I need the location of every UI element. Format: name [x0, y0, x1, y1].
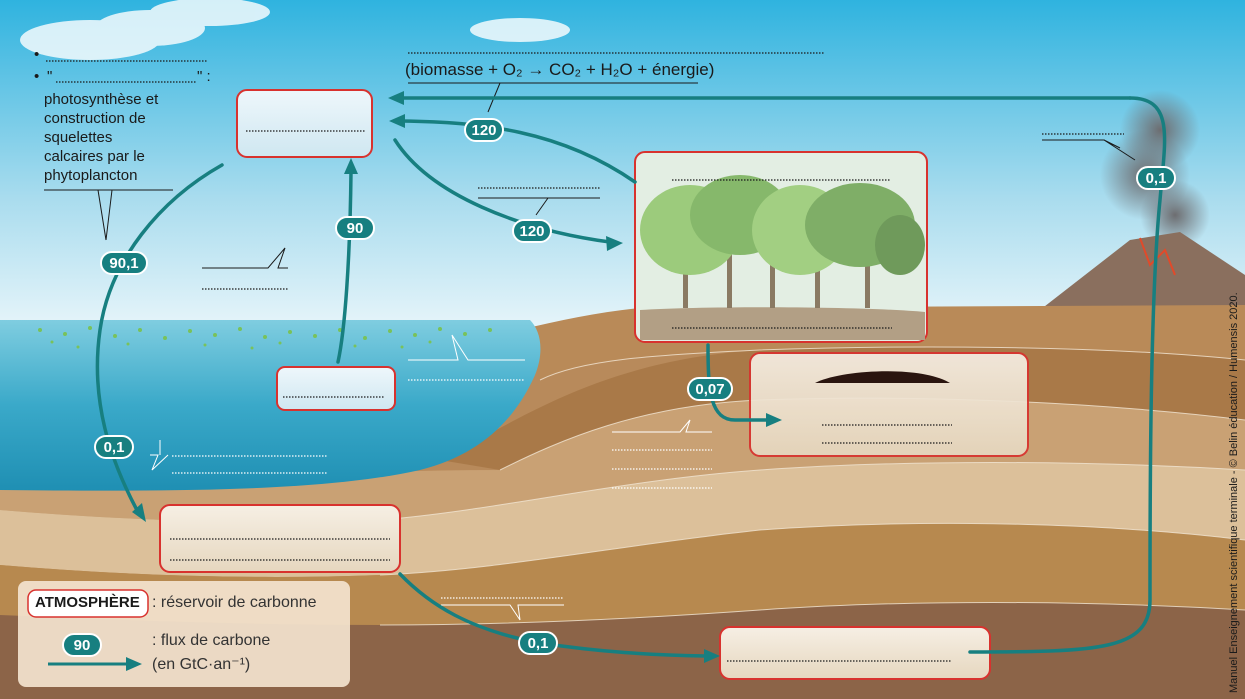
- legend-flux-sample: 90: [62, 633, 102, 657]
- legend-flux-text-2: (en GtC·an⁻¹): [152, 656, 251, 673]
- legend-reservoir-tag: ATMOSPHÈRE: [35, 594, 140, 611]
- note-bullet-1: •: [34, 46, 40, 63]
- deep-rock-reservoir: [719, 626, 991, 680]
- flux-badge-sediment: 0,1: [94, 435, 134, 459]
- fossil-reservoir: [749, 352, 1029, 457]
- note-bullet-2: •: [34, 68, 40, 85]
- legend-flux-text-1: : flux de carbone: [152, 632, 271, 649]
- arrow-heads: [132, 91, 782, 663]
- legend-reservoir-text: : réservoir de carbonne: [152, 594, 317, 611]
- blank-lines: [46, 52, 1124, 662]
- note-line-5: phytoplancton: [44, 167, 138, 184]
- flux-badge-volcano: 0,1: [1136, 166, 1176, 190]
- legend-arrow-head: [126, 657, 142, 671]
- ocean: [0, 320, 541, 491]
- note-quote-open: ": [47, 68, 53, 85]
- flux-badge-ocean-up: 90: [335, 216, 375, 240]
- callout-lines-light: [150, 334, 712, 621]
- ocean-reservoir: [276, 366, 396, 411]
- layer-1: [440, 347, 1245, 470]
- note-line-1: photosynthèse et: [44, 91, 159, 108]
- fossil-deposit: [815, 371, 950, 383]
- flux-badge-fossil: 0,07: [687, 377, 733, 401]
- trees-icon: [640, 175, 925, 340]
- flux-arrows: [95, 96, 1167, 658]
- atmosphere-reservoir: [236, 89, 373, 158]
- sky: [0, 0, 1245, 330]
- note-line-4: calcaires par le: [44, 148, 145, 165]
- legend-reservoir-sample: [27, 589, 149, 618]
- respiration-equation: (biomasse + O₂ → CO₂ + H₂O + énergie): [405, 60, 715, 79]
- note-line-2: construction de: [44, 110, 146, 127]
- sediment-reservoir: [159, 504, 401, 573]
- phytoplankton: [38, 326, 492, 350]
- flux-badge-ocean-down: 90,1: [100, 251, 148, 275]
- clouds: [20, 0, 570, 60]
- note-quote-close: " :: [197, 68, 211, 85]
- flux-badge-photosynthesis-land: 120: [512, 219, 552, 243]
- flux-badge-respiration: 120: [464, 118, 504, 142]
- note-line-3: squelettes: [44, 129, 113, 146]
- blank-lines-light: [172, 379, 712, 599]
- credit-text: Manuel Enseignement scientifique termina…: [1228, 292, 1240, 693]
- flux-badge-burial: 0,1: [518, 631, 558, 655]
